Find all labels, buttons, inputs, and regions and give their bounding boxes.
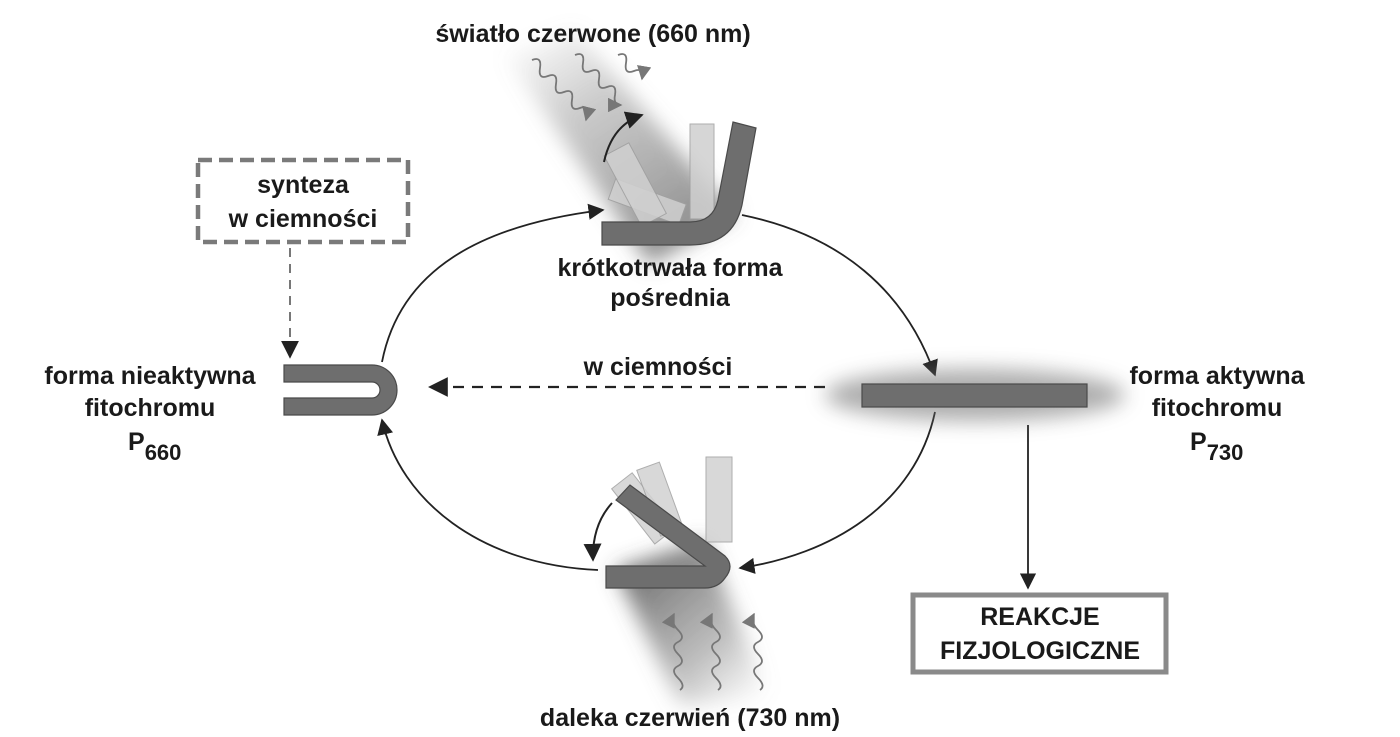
reaction-label-line2: FIZJOLOGICZNE xyxy=(940,637,1140,665)
far-red-label: daleka czerwień (730 nm) xyxy=(540,704,840,732)
dark-reversion-label: w ciemności xyxy=(583,353,733,381)
red-light-waves xyxy=(531,53,652,122)
inactive-symbol-letter: P xyxy=(128,428,145,456)
active-phytochrome-shape xyxy=(825,369,1125,421)
farred-intermediate-shape xyxy=(583,456,733,589)
reaction-label-line1: REAKCJE xyxy=(980,603,1099,631)
synthesis-label-line2: w ciemności xyxy=(228,205,378,233)
inactive-form-symbol: P660 xyxy=(128,428,181,465)
wavy-arrow-icon xyxy=(531,58,597,122)
arrow-intermediate-to-active xyxy=(741,214,938,377)
far-red-light-beam xyxy=(615,540,770,705)
intermediate-label-line2: pośrednia xyxy=(610,284,731,312)
red-light-label: światło czerwone (660 nm) xyxy=(435,20,750,48)
active-symbol-letter: P xyxy=(1190,428,1207,456)
synthesis-label-line1: synteza xyxy=(257,171,350,199)
curved-arrow-icon xyxy=(603,111,644,163)
active-form-symbol: P730 xyxy=(1190,428,1243,465)
wavy-arrow-icon xyxy=(741,612,764,691)
arrow-active-to-farred-intermediate xyxy=(738,411,936,574)
arrow-farred-intermediate-to-inactive xyxy=(377,418,599,571)
active-form-label-line2: fitochromu xyxy=(1152,394,1283,422)
active-symbol-subscript: 730 xyxy=(1207,440,1244,465)
intermediate-label-line1: krótkotrwała forma xyxy=(557,254,783,282)
arrow-inactive-to-intermediate xyxy=(381,203,605,363)
wavy-arrow-icon xyxy=(574,53,623,113)
inactive-phytochrome-shape xyxy=(283,364,398,416)
far-red-light-waves xyxy=(661,612,764,691)
wavy-arrow-icon xyxy=(699,612,722,691)
wavy-arrow-icon xyxy=(661,612,684,691)
wavy-arrow-icon xyxy=(617,53,652,81)
inactive-form-label-line2: fitochromu xyxy=(85,394,216,422)
active-form-label-line1: forma aktywna xyxy=(1129,362,1305,390)
reaction-box xyxy=(910,592,1169,675)
intermediate-phytochrome-shape xyxy=(601,111,757,246)
cycle-arrows xyxy=(377,203,1037,590)
inactive-form-label-line1: forma nieaktywna xyxy=(44,362,256,390)
curved-arrow-icon xyxy=(583,502,613,562)
synthesis-box xyxy=(195,157,411,245)
inactive-symbol-subscript: 660 xyxy=(145,440,182,465)
